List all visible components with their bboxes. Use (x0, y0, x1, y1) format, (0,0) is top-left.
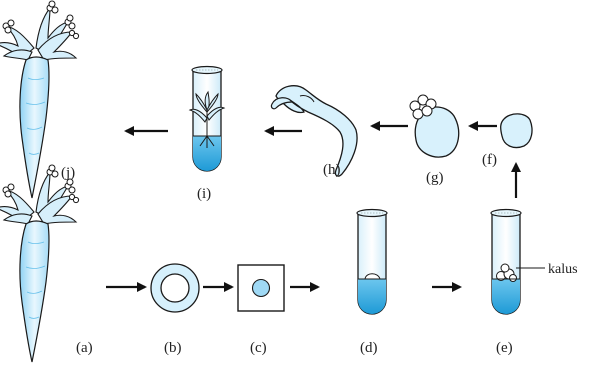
culture-tube-i (188, 65, 226, 172)
culture-tube-e (490, 208, 545, 315)
stage-label-b: (b) (164, 340, 182, 356)
stage-label-f: (f) (482, 152, 497, 168)
stage-label-e: (e) (496, 340, 513, 356)
stage-label-a: (a) (76, 340, 93, 356)
globular-embryo-g (409, 94, 460, 158)
culture-tube-d (356, 208, 388, 315)
stage-label-g: (g) (426, 170, 444, 186)
callus-label: kalus (548, 262, 578, 277)
stage-label-j: (j) (61, 165, 75, 181)
stage-label-i: (i) (197, 186, 211, 202)
callus (496, 263, 517, 282)
plantlet (188, 90, 226, 148)
stage-label-c: (c) (250, 340, 267, 356)
stage-label-d: (d) (360, 340, 378, 356)
protoplast-c (237, 264, 285, 312)
stage-label-h: (h) (323, 162, 341, 178)
cell-mass-f (500, 113, 533, 149)
carrot-plant-a (0, 164, 80, 363)
elongated-embryo-h (270, 85, 358, 177)
isolated-cell-b (150, 263, 200, 313)
